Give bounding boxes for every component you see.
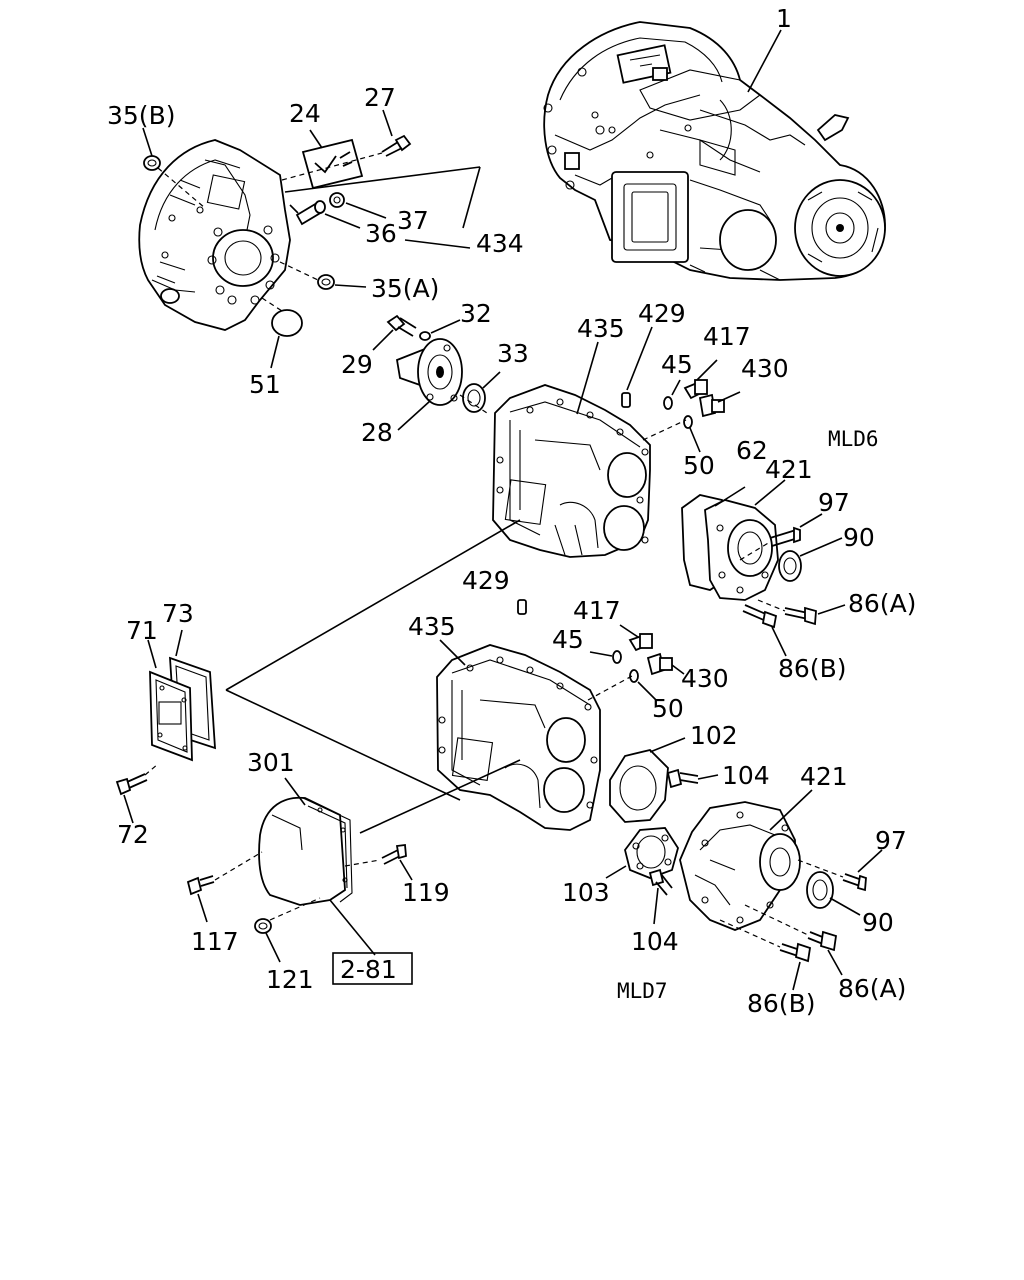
part-label-51: 51	[249, 370, 281, 399]
seal-33	[462, 383, 486, 413]
part-label-33: 33	[497, 339, 529, 368]
part-label-86b-mld7: 86(B)	[747, 989, 815, 1018]
part-label-102: 102	[690, 721, 738, 750]
oring-50b	[629, 669, 639, 683]
part-label-28: 28	[361, 418, 393, 447]
oring-45b	[612, 650, 622, 664]
part-label-430-mld7: 430	[681, 664, 729, 693]
part-label-86a-mld7: 86(A)	[838, 974, 906, 1003]
part-label-62: 62	[736, 436, 768, 465]
part-label-73: 73	[162, 599, 194, 628]
plate-24	[301, 138, 364, 190]
clutch-housing	[138, 139, 291, 331]
plug-417a	[683, 379, 708, 400]
seal-90b	[806, 871, 834, 909]
gasket-102	[609, 749, 669, 823]
oring-50a	[683, 415, 693, 429]
part-label-117: 117	[191, 927, 239, 956]
part-label-429-mld6: 429	[638, 299, 686, 328]
transmission-assembly	[543, 21, 886, 281]
part-label-24: 24	[289, 99, 321, 128]
oring-32	[419, 331, 431, 341]
part-label-435-mld6: 435	[577, 314, 625, 343]
bolt-97b	[842, 873, 867, 892]
bolt-97a	[769, 526, 801, 547]
bolt-72	[115, 773, 148, 796]
part-label-90-mld6: 90	[843, 523, 875, 552]
nut-35b	[143, 155, 161, 171]
part-label-119: 119	[402, 878, 450, 907]
part-label-417-mld7: 417	[573, 596, 621, 625]
part-label-50-mld6: 50	[683, 451, 715, 480]
part-label-35a: 35(A)	[371, 274, 439, 303]
part-label-430-mld6: 430	[741, 354, 789, 383]
bolt-29	[386, 314, 417, 337]
model-code-mld6: MLD6	[828, 427, 879, 451]
part-label-72: 72	[117, 820, 149, 849]
part-label-71: 71	[126, 616, 158, 645]
bolt-86b-mld7	[779, 942, 812, 963]
cover-71	[149, 670, 193, 762]
part-labels: 1 35(B) 24 27 37 36 434 35(A) 51 32 29 3…	[107, 4, 916, 1018]
bolt-27	[381, 134, 412, 157]
bolt-86a-mld6	[784, 606, 817, 626]
bushing-37	[329, 192, 345, 208]
part-label-50-mld7: 50	[652, 694, 684, 723]
part-label-37: 37	[397, 206, 429, 235]
pin-429a	[621, 392, 631, 408]
bolt-86b-mld6	[742, 604, 778, 629]
part-label-104-upper: 104	[722, 761, 770, 790]
transmission-case-mld6	[492, 384, 651, 558]
part-label-86a-mld6: 86(A)	[848, 589, 916, 618]
reference-box: 2-81	[332, 952, 413, 985]
bolt-104a	[666, 768, 699, 789]
dowel-36	[295, 200, 326, 226]
part-label-29: 29	[341, 350, 373, 379]
part-label-103: 103	[562, 878, 610, 907]
bolt-86a-mld7	[807, 930, 837, 952]
nut-35a	[317, 274, 335, 290]
part-label-97-mld7: 97	[875, 826, 907, 855]
part-label-121: 121	[266, 965, 314, 994]
part-label-86b-mld6: 86(B)	[778, 654, 846, 683]
part-label-32: 32	[460, 299, 492, 328]
gasket-103	[624, 827, 679, 879]
plug-430b	[646, 652, 673, 676]
nut-121	[254, 918, 272, 934]
pin-429b	[517, 599, 527, 615]
bolt-117	[186, 875, 215, 896]
plug-430a	[698, 393, 725, 418]
part-label-97-mld6: 97	[818, 488, 850, 517]
part-label-36: 36	[365, 219, 397, 248]
retainer-28	[395, 338, 463, 406]
plug-51	[271, 309, 303, 337]
bolt-104b	[648, 868, 673, 896]
part-label-35b: 35(B)	[107, 101, 175, 130]
part-label-27: 27	[364, 83, 396, 112]
side-cover-301	[258, 796, 353, 906]
rear-cover-421b	[679, 801, 801, 931]
plug-417b	[628, 633, 653, 652]
part-label-104-lower: 104	[631, 927, 679, 956]
part-label-45-mld6: 45	[661, 350, 693, 379]
oring-45a	[663, 396, 673, 410]
part-label-435-mld7: 435	[408, 612, 456, 641]
part-label-429-mld7: 429	[462, 566, 510, 595]
part-label-417-mld6: 417	[703, 322, 751, 351]
transmission-case-mld7	[436, 644, 601, 831]
part-label-45-mld7: 45	[552, 625, 584, 654]
seal-90a	[778, 550, 802, 582]
part-label-434: 434	[476, 229, 524, 258]
part-label-421-mld7: 421	[800, 762, 848, 791]
part-label-421-mld6: 421	[765, 455, 813, 484]
model-code-mld7: MLD7	[617, 979, 668, 1003]
part-label-301: 301	[247, 748, 295, 777]
rear-cover-421a	[704, 499, 779, 601]
part-label-90-mld7: 90	[862, 908, 894, 937]
bolt-119	[381, 843, 407, 865]
part-label-1: 1	[776, 4, 792, 33]
reference-box-label: 2-81	[340, 955, 397, 984]
